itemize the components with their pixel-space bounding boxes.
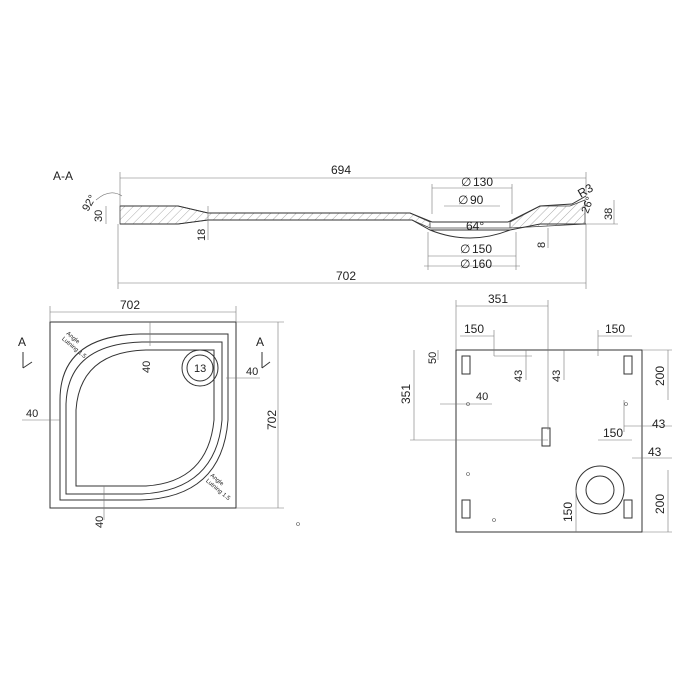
r3-label: R3 — [575, 181, 596, 201]
dim-dia-150: 150 — [472, 242, 492, 256]
bottom-43b: 43 — [551, 370, 563, 382]
dia-symbol-150: ∅ — [460, 242, 470, 256]
bottom-right-150: 150 — [605, 322, 625, 336]
dim-30: 30 — [93, 210, 105, 222]
dim-8: 8 — [536, 242, 548, 248]
bottom-43c: 43 — [652, 417, 666, 431]
section-marker-left: A — [18, 335, 26, 349]
section-view: A-A 694 702 ∅ 130 ∅ 90 64° ∅ 150 ∅ 160 — [53, 163, 618, 289]
dim-694: 694 — [331, 163, 351, 177]
bottom-200a: 200 — [653, 366, 667, 386]
bottom-width: 351 — [488, 292, 508, 306]
drain-outer — [181, 349, 219, 387]
bottom-200b: 200 — [653, 494, 667, 514]
bottom-43a: 43 — [513, 370, 525, 382]
section-profile — [119, 199, 586, 229]
dim-38: 38 — [603, 208, 615, 220]
section-label: A-A — [53, 169, 73, 183]
dia-symbol-130: ∅ — [461, 175, 471, 189]
bracket-bottom-right — [623, 499, 633, 519]
bracket-center — [541, 427, 551, 447]
bottom-351: 351 — [399, 384, 413, 404]
plan-width: 702 — [120, 298, 140, 312]
bottom-drain-outer — [575, 465, 625, 515]
bottom-drain-inner — [585, 475, 615, 505]
bracket-top-left — [461, 355, 471, 375]
bottom-150-low: 150 — [561, 502, 575, 522]
bottom-left-150: 150 — [464, 322, 484, 336]
angle-26: 26° — [580, 195, 597, 215]
bracket-bottom-left — [461, 499, 471, 519]
drain-inner — [186, 354, 214, 382]
angle-64: 64° — [466, 219, 484, 233]
drain-label: 13 — [194, 363, 206, 375]
bottom-150-mid: 150 — [603, 426, 623, 440]
plan-offset-right: 40 — [246, 366, 258, 378]
plan-height: 702 — [265, 410, 279, 430]
bottom-outline — [455, 349, 643, 533]
plan-offset-top: 40 — [141, 361, 153, 373]
bottom-40: 40 — [476, 391, 488, 403]
bracket-top-right — [623, 355, 633, 375]
bottom-view: 351 150 150 50 43 43 351 40 200 43 1 — [399, 292, 672, 533]
bottom-43d: 43 — [648, 445, 662, 459]
plan-offset-left: 40 — [26, 408, 38, 420]
bottom-50: 50 — [427, 352, 439, 364]
dim-18: 18 — [196, 229, 208, 241]
dim-dia-160: 160 — [472, 257, 492, 271]
dia-symbol-90: ∅ — [458, 193, 468, 207]
plan-view: A A 13 702 702 40 40 40 40 — [18, 298, 300, 528]
dim-dia-90: 90 — [470, 193, 484, 207]
plan-offset-bottom: 40 — [94, 516, 106, 528]
section-marker-right: A — [256, 335, 264, 349]
dim-702: 702 — [336, 269, 356, 283]
tray-outline — [49, 321, 237, 509]
dim-dia-130: 130 — [473, 175, 493, 189]
dia-symbol-160: ∅ — [460, 257, 470, 271]
